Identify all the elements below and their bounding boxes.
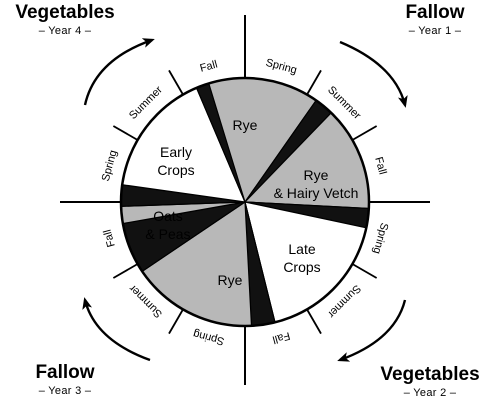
- arrow-top-right: [339, 40, 408, 108]
- rotation-wheel: [119, 76, 371, 328]
- arrow-top-left: [83, 38, 155, 106]
- corner-subtitle: – Year 1 –: [408, 25, 462, 37]
- season-label: Spring: [264, 57, 298, 77]
- corner-title: Vegetables: [380, 364, 480, 385]
- season-tick: [351, 125, 378, 141]
- season-label: Spring: [192, 327, 226, 347]
- corner-title: Fallow: [35, 362, 95, 383]
- corner-title: Vegetables: [15, 2, 115, 23]
- corner-subtitle: – Year 2 –: [403, 387, 457, 399]
- corner-subtitle: – Year 4 –: [38, 25, 92, 37]
- season-label: Spring: [100, 149, 120, 183]
- season-tick: [168, 308, 184, 335]
- season-ticks: [112, 69, 378, 335]
- season-label: Spring: [370, 221, 390, 255]
- crop-late-crops: Late Crops: [283, 241, 321, 275]
- season-tick: [112, 125, 139, 141]
- crop-oats-peas: Oats & Peas: [145, 208, 191, 242]
- crop-rye-hairy-vetch: Rye & Hairy Vetch: [273, 167, 359, 201]
- wheel-outline: [119, 76, 371, 328]
- season-tick: [306, 308, 322, 335]
- corner-title: Fallow: [405, 2, 465, 23]
- crop-rye-bottom: Rye: [217, 272, 243, 288]
- corner-bottom-left: Fallow – Year 3 –: [10, 362, 120, 398]
- season-tick: [112, 263, 139, 279]
- corner-bottom-right: Vegetables – Year 2 –: [365, 364, 495, 400]
- corner-subtitle: – Year 3 –: [38, 385, 92, 397]
- rotation-arrows: [82, 38, 408, 362]
- crop-rye-top: Rye: [232, 117, 258, 133]
- season-label: Fall: [372, 156, 388, 176]
- corner-top-left: Vegetables – Year 4 –: [0, 2, 130, 38]
- corner-top-right: Fallow – Year 1 –: [380, 2, 490, 38]
- season-tick: [168, 69, 184, 96]
- season-label: Fall: [271, 329, 291, 345]
- season-tick: [351, 263, 378, 279]
- season-label: Fall: [199, 59, 219, 75]
- season-tick: [306, 69, 322, 96]
- season-label: Fall: [102, 228, 118, 248]
- arrow-bottom-left: [82, 297, 151, 362]
- arrow-bottom-right: [337, 299, 407, 362]
- crop-early-crops: Early Crops: [157, 144, 195, 178]
